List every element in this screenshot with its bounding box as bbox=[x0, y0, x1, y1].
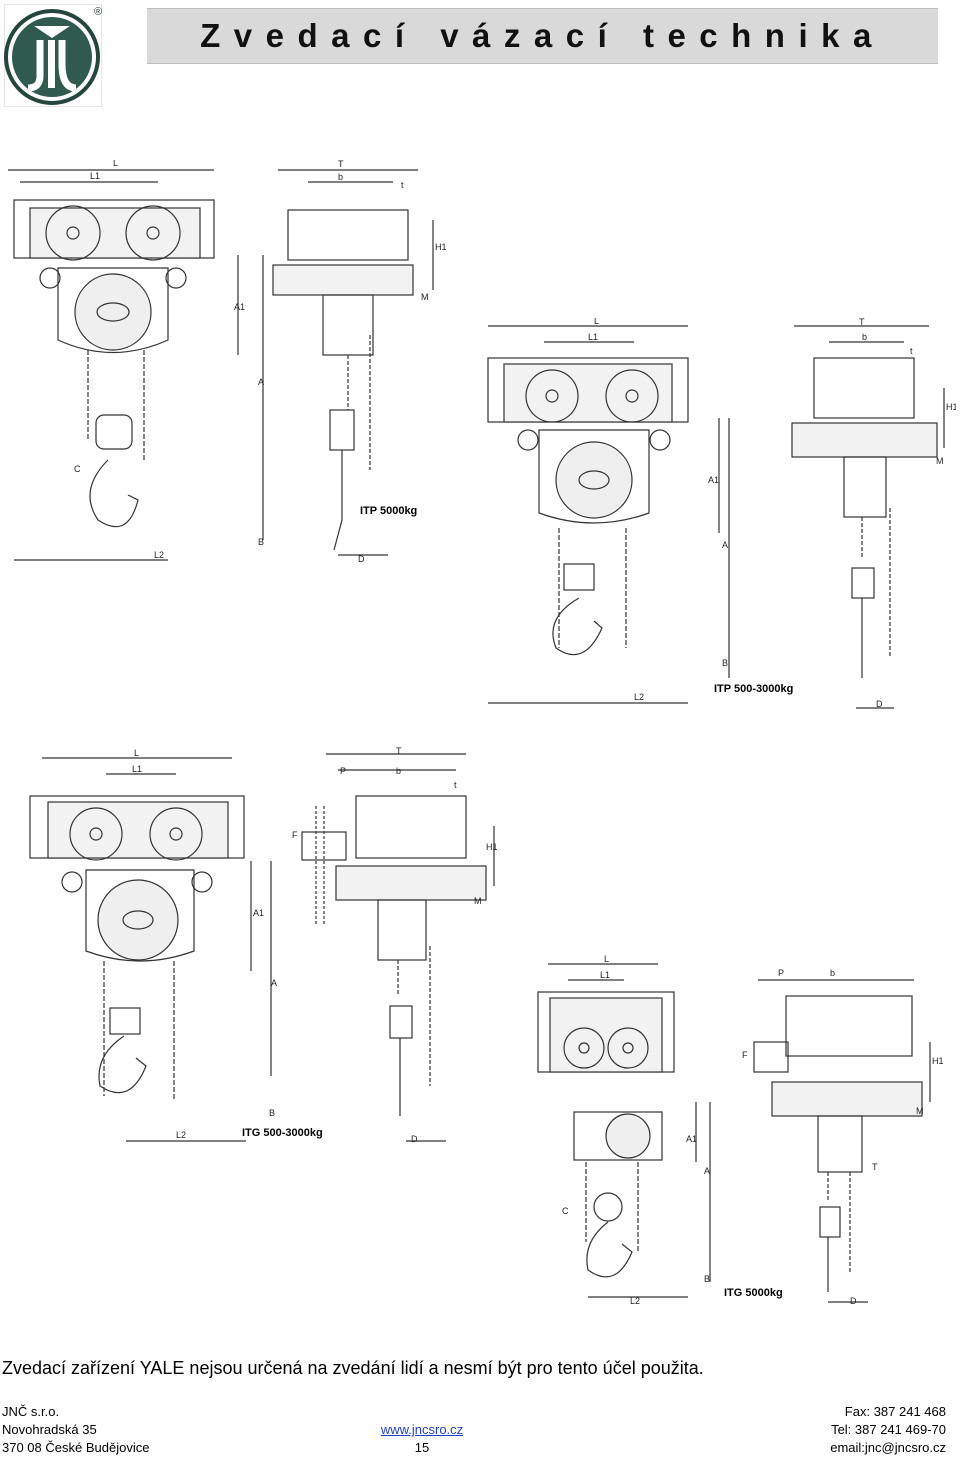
header-bar: Zvedací vázací technika bbox=[147, 8, 938, 64]
dim-label: A1 bbox=[686, 1134, 697, 1144]
model-label: ITP 5000kg bbox=[360, 505, 417, 517]
dim-label: M bbox=[916, 1106, 924, 1116]
registered-mark: ® bbox=[94, 6, 102, 18]
dim-label: T bbox=[859, 318, 865, 327]
dim-label: A bbox=[271, 978, 277, 988]
dim-label: L bbox=[604, 954, 609, 964]
dim-label: L1 bbox=[132, 764, 142, 774]
website-link[interactable]: www.jncsro.cz bbox=[380, 1422, 464, 1437]
dim-label: L2 bbox=[634, 692, 644, 702]
dim-label: b bbox=[338, 172, 343, 182]
dim-label: L2 bbox=[176, 1130, 186, 1140]
dim-label: L2 bbox=[630, 1296, 640, 1306]
dim-label: B bbox=[722, 658, 728, 668]
footer-left: JNČ s.r.o. Novohradská 35 370 08 České B… bbox=[2, 1403, 149, 1457]
safety-notice: Zvedací zařízení YALE nejsou určená na z… bbox=[2, 1358, 704, 1378]
dim-label: L bbox=[134, 748, 139, 758]
dim-label: M bbox=[936, 456, 944, 466]
page-number: 15 bbox=[414, 1440, 430, 1455]
dim-label: A bbox=[722, 540, 728, 550]
dim-label: B bbox=[258, 537, 264, 547]
dim-label: A1 bbox=[708, 475, 719, 485]
dim-label: L1 bbox=[588, 332, 598, 342]
company-street: Novohradská 35 bbox=[2, 1422, 97, 1437]
dim-label: B bbox=[269, 1108, 275, 1118]
dim-label: b bbox=[396, 766, 401, 776]
dim-label: M bbox=[474, 896, 482, 906]
dim-label: C bbox=[74, 464, 81, 474]
fax-number: Fax: 387 241 468 bbox=[844, 1404, 946, 1419]
drawing-itg-5000: L L1 A1 A B L2 C P b F H1 M T D ITG 5000… bbox=[528, 952, 948, 1314]
dim-label: T bbox=[872, 1162, 878, 1172]
dim-label: b bbox=[862, 332, 867, 342]
dim-label: P bbox=[340, 766, 346, 776]
dim-label: t bbox=[910, 346, 913, 356]
dim-label: A bbox=[258, 377, 264, 387]
company-city: 370 08 České Budějovice bbox=[2, 1440, 150, 1455]
footer-right: Fax: 387 241 468 Tel: 387 241 469-70 ema… bbox=[830, 1403, 946, 1457]
dim-label: L1 bbox=[90, 171, 100, 181]
dim-label: L2 bbox=[154, 550, 164, 560]
dim-label: A1 bbox=[234, 302, 245, 312]
dim-label: H1 bbox=[946, 402, 956, 412]
dim-label: B bbox=[704, 1274, 710, 1284]
dim-label: C bbox=[562, 1206, 569, 1216]
dim-label: t bbox=[454, 780, 457, 790]
company-logo: ® bbox=[3, 3, 103, 108]
dim-label: A1 bbox=[253, 908, 264, 918]
dim-label: A bbox=[704, 1166, 710, 1176]
dim-label: L1 bbox=[600, 970, 610, 980]
dim-label: H1 bbox=[932, 1056, 944, 1066]
dim-label: F bbox=[742, 1050, 748, 1060]
tel-number: Tel: 387 241 469-70 bbox=[831, 1422, 946, 1437]
dim-label: M bbox=[421, 292, 429, 302]
drawing-itp-5000: L L1 A1 A B L2 C T b t H1 M D ITP 5000kg bbox=[8, 160, 448, 570]
dim-label: T bbox=[396, 746, 402, 756]
dim-label: H1 bbox=[435, 242, 447, 252]
page-title: Zvedací vázací technika bbox=[200, 17, 885, 54]
drawing-itg-500-3000: L L1 A1 A B L2 T P b t F H1 M D ITG 500-… bbox=[26, 746, 510, 1146]
dim-label: F bbox=[292, 830, 298, 840]
dim-label: T bbox=[338, 160, 344, 169]
footer-center: www.jncsro.cz 15 bbox=[378, 1421, 466, 1457]
model-label: ITP 500-3000kg bbox=[714, 683, 793, 695]
dim-label: D bbox=[411, 1134, 418, 1144]
dim-label: L bbox=[594, 318, 599, 326]
model-label: ITG 5000kg bbox=[724, 1287, 783, 1299]
dim-label: H1 bbox=[486, 842, 498, 852]
email-address[interactable]: email:jnc@jncsro.cz bbox=[830, 1440, 946, 1455]
dim-label: t bbox=[401, 180, 404, 190]
drawing-itp-500-3000: L L1 A1 A B L2 T b t H1 M D ITP 500-3000… bbox=[484, 318, 956, 714]
model-label: ITG 500-3000kg bbox=[242, 1127, 323, 1139]
dim-label: b bbox=[830, 968, 835, 978]
dim-label: D bbox=[850, 1296, 857, 1306]
company-name: JNČ s.r.o. bbox=[2, 1404, 60, 1419]
dim-label: D bbox=[876, 699, 883, 709]
dim-label: P bbox=[778, 968, 784, 978]
dim-label: L bbox=[113, 160, 118, 168]
dim-label: D bbox=[358, 554, 365, 564]
